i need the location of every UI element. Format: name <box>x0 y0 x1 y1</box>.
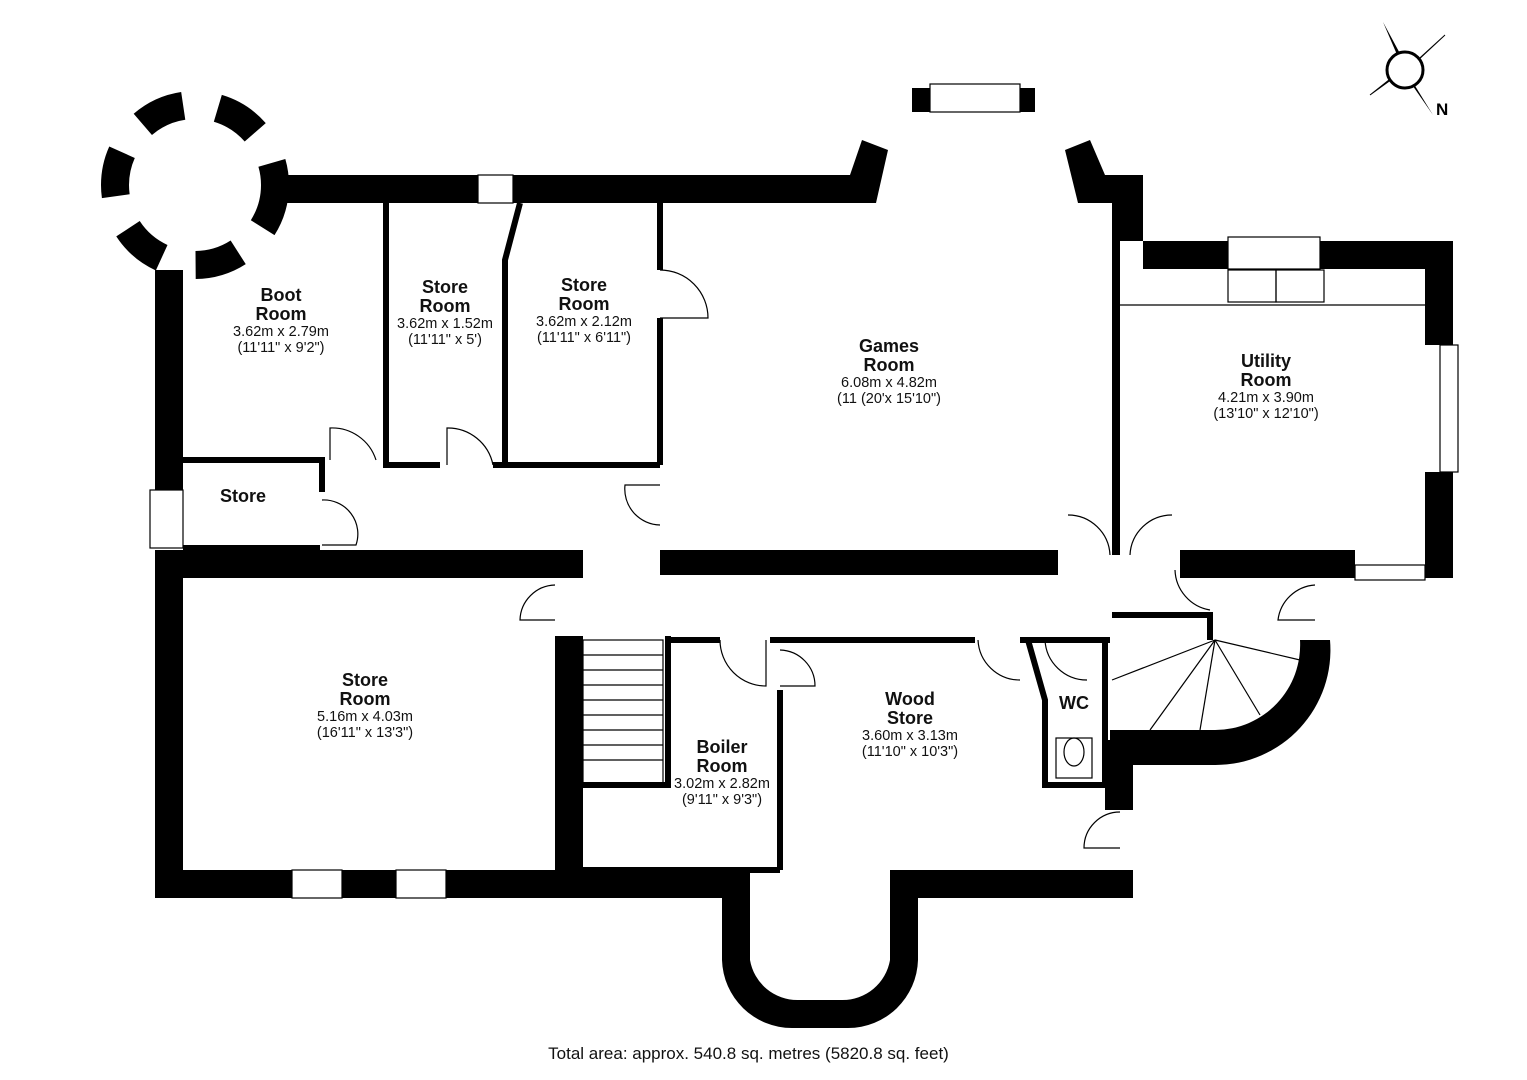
room-name: Room <box>863 355 915 375</box>
room-name: Store <box>219 486 267 506</box>
room-name: Room <box>339 689 391 709</box>
room-name: Utility <box>1240 351 1291 371</box>
room-label-store: Store <box>220 487 266 506</box>
details <box>149 83 1459 899</box>
room-size-metric: 3.62m x 2.79m <box>233 324 329 340</box>
room-name: Games <box>858 336 920 356</box>
room-size-imperial: (11'11" x 6'11") <box>536 330 632 346</box>
room-size-imperial: (13'10" x 12'10") <box>1213 406 1319 422</box>
room-name: Room <box>696 756 748 776</box>
compass-icon <box>1369 22 1446 115</box>
room-name: WC <box>1059 693 1089 713</box>
room-size-imperial: (11'10" x 10'3") <box>861 744 959 760</box>
room-name: Store <box>341 670 389 690</box>
room-name: Boiler <box>696 737 748 757</box>
stairs <box>582 639 1301 786</box>
room-name: Store <box>421 277 469 297</box>
room-name: Room <box>255 304 307 324</box>
doors <box>321 269 1316 849</box>
walls <box>101 88 1453 1028</box>
room-size-metric: 4.21m x 3.90m <box>1218 390 1314 406</box>
room-size-metric: 3.02m x 2.82m <box>674 776 770 792</box>
room-size-imperial: (11'11" x 9'2") <box>237 340 325 356</box>
partitions <box>183 202 1213 873</box>
north-label: N <box>1436 100 1449 119</box>
room-name: Store <box>886 708 934 728</box>
room-name: Boot <box>260 285 302 305</box>
room-size-metric: 6.08m x 4.82m <box>841 375 937 391</box>
room-size-metric: 3.62m x 1.52m <box>397 316 493 332</box>
room-size-metric: 3.60m x 3.13m <box>862 728 958 744</box>
total-area: Total area: approx. 540.8 sq. metres (58… <box>548 1044 949 1063</box>
room-size-imperial: (11'11" x 5') <box>408 332 482 348</box>
room-size-metric: 5.16m x 4.03m <box>317 709 413 725</box>
room-size-metric: 3.62m x 2.12m <box>536 314 632 330</box>
room-name: Wood <box>885 689 935 709</box>
room-name: Room <box>419 296 471 316</box>
room-name: Store <box>560 275 608 295</box>
room-size-imperial: (11 (20'x 15'10") <box>837 391 941 407</box>
room-size-imperial: (9'11" x 9'3") <box>681 792 763 808</box>
room-name: Room <box>558 294 610 314</box>
room-label-wc: WC <box>1059 694 1089 713</box>
room-name: Room <box>1240 370 1292 390</box>
room-size-imperial: (16'11" x 13'3") <box>316 725 414 741</box>
